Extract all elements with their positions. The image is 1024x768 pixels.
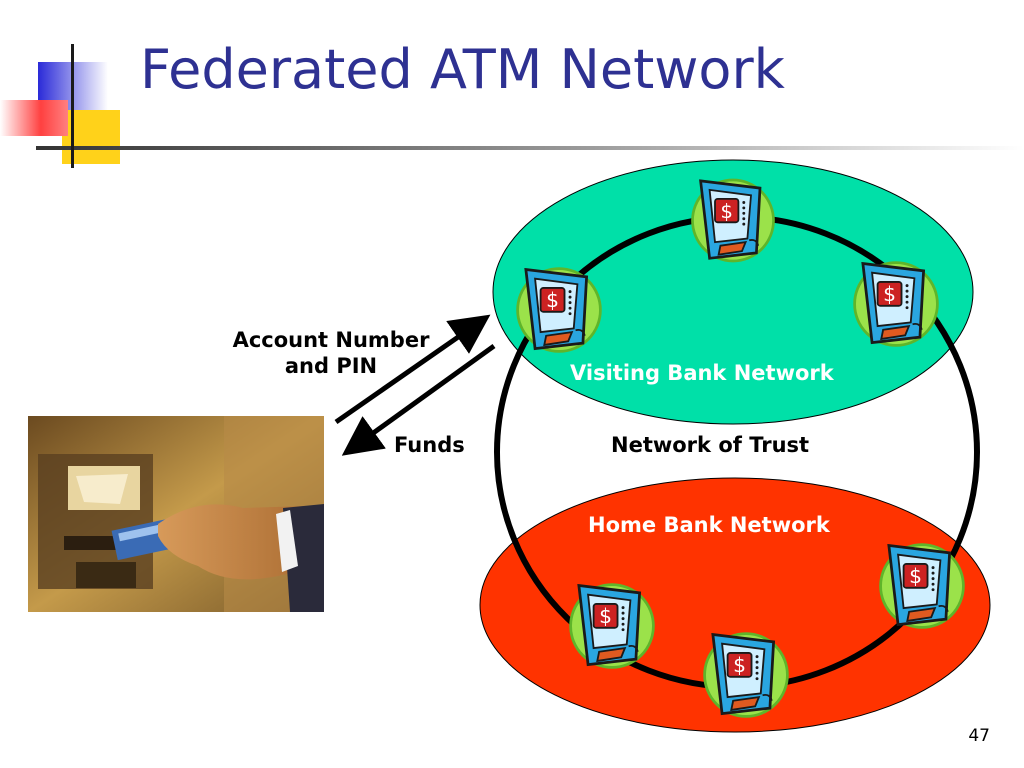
title-rule — [36, 146, 1024, 150]
atm-icon — [691, 178, 775, 263]
atm-card-photo — [28, 416, 324, 612]
atm-icon — [879, 543, 965, 629]
visiting-network-label: Visiting Bank Network — [570, 361, 834, 385]
funds-arrow — [341, 343, 496, 456]
slide-title: Federated ATM Network — [140, 38, 785, 101]
atm-icon — [516, 267, 602, 353]
corner-decoration — [0, 44, 1024, 168]
home-network-label: Home Bank Network — [588, 513, 830, 537]
request-label-line1: Account Number — [232, 328, 430, 352]
visiting-network-ellipse — [492, 159, 974, 425]
atm-icon — [569, 583, 655, 669]
funds-label: Funds — [394, 433, 465, 457]
red-square — [0, 100, 68, 136]
vertical-rule — [71, 44, 74, 168]
trust-label: Network of Trust — [611, 433, 810, 457]
atm-icon — [703, 632, 789, 718]
request-label-line2: and PIN — [284, 354, 378, 378]
page-number: 47 — [968, 726, 990, 746]
request-arrow — [334, 314, 491, 425]
atm-icon — [853, 261, 939, 347]
request-label: Account Number and PIN — [222, 327, 440, 379]
